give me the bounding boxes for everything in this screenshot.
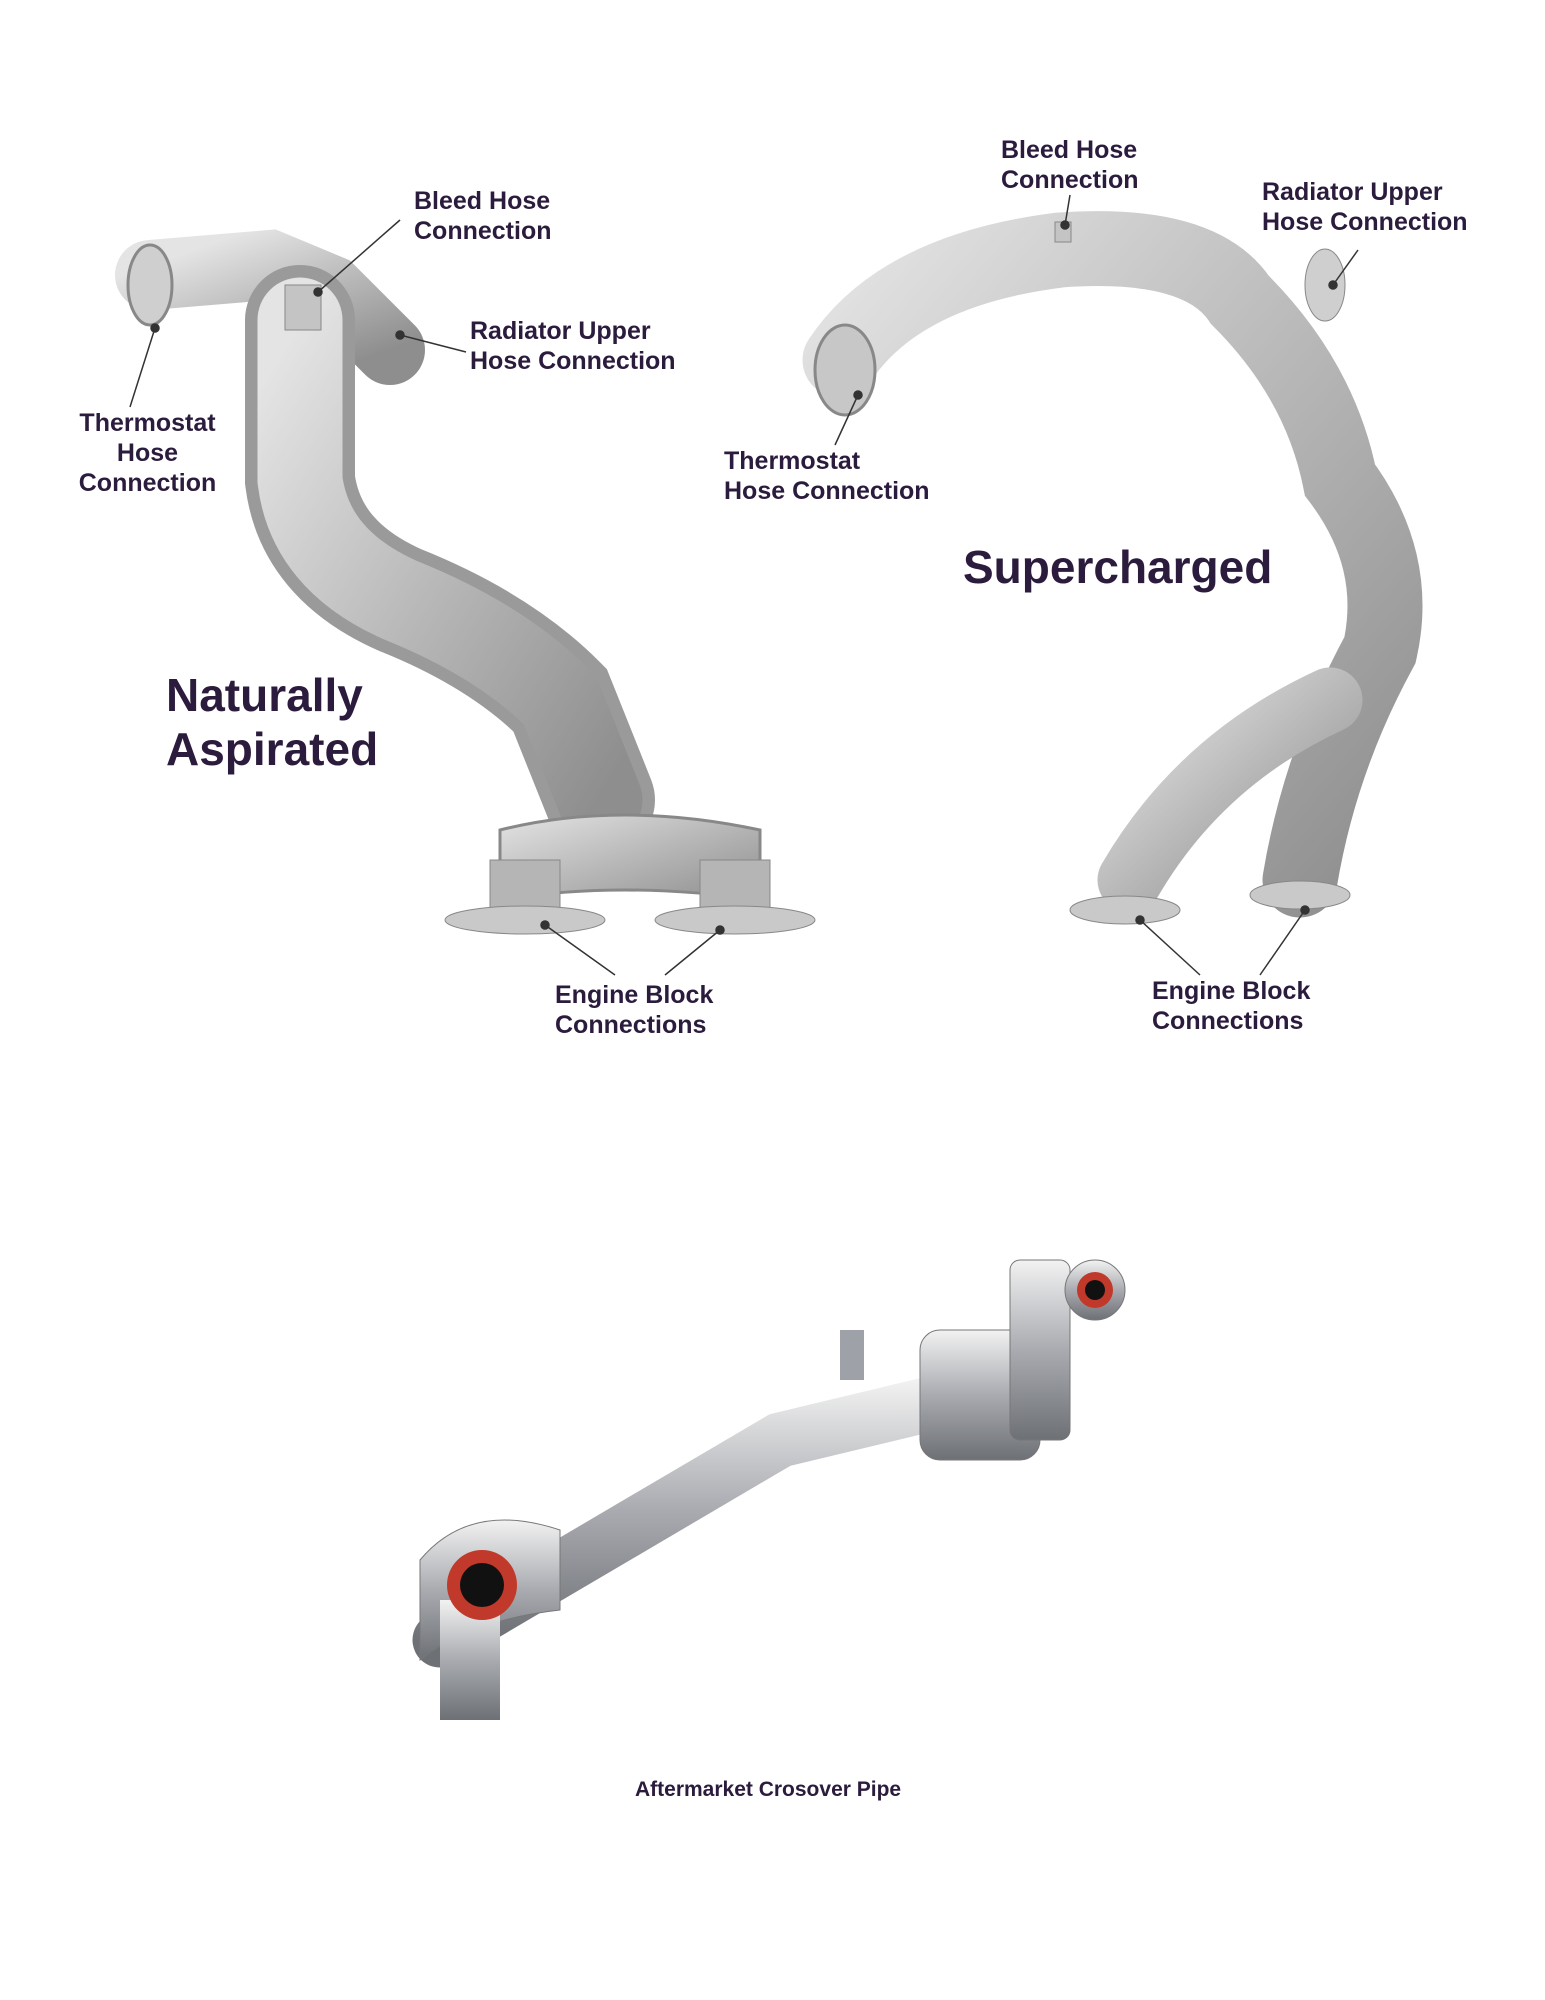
sc-radiator-hose-label: Radiator Upper Hose Connection [1262,178,1468,236]
sc-engine-block-label: Engine Block Connections [1152,977,1311,1035]
sc-bleed-hose-label: Bleed Hose Connection [1001,136,1139,194]
supercharged-title: Supercharged [963,541,1273,593]
na-thermostat-hose-label: Thermostat Hose Connection [78,409,217,497]
sc-thermostat-hose-label: Thermostat Hose Connection [724,447,930,505]
na-radiator-hose-label: Radiator Upper Hose Connection [470,317,676,375]
aftermarket-caption: Aftermarket Crosover Pipe [635,1778,902,1801]
naturally-aspirated-pipe [115,229,816,935]
leader-lines [129,194,1359,976]
na-bleed-hose-label: Bleed Hose Connection [414,187,552,245]
aftermarket-pipe-photo [412,1259,1126,1720]
supercharged-pipe [802,211,1423,925]
naturally-aspirated-title: Naturally Aspirated [166,669,379,775]
na-engine-block-label: Engine Block Connections [555,981,714,1039]
